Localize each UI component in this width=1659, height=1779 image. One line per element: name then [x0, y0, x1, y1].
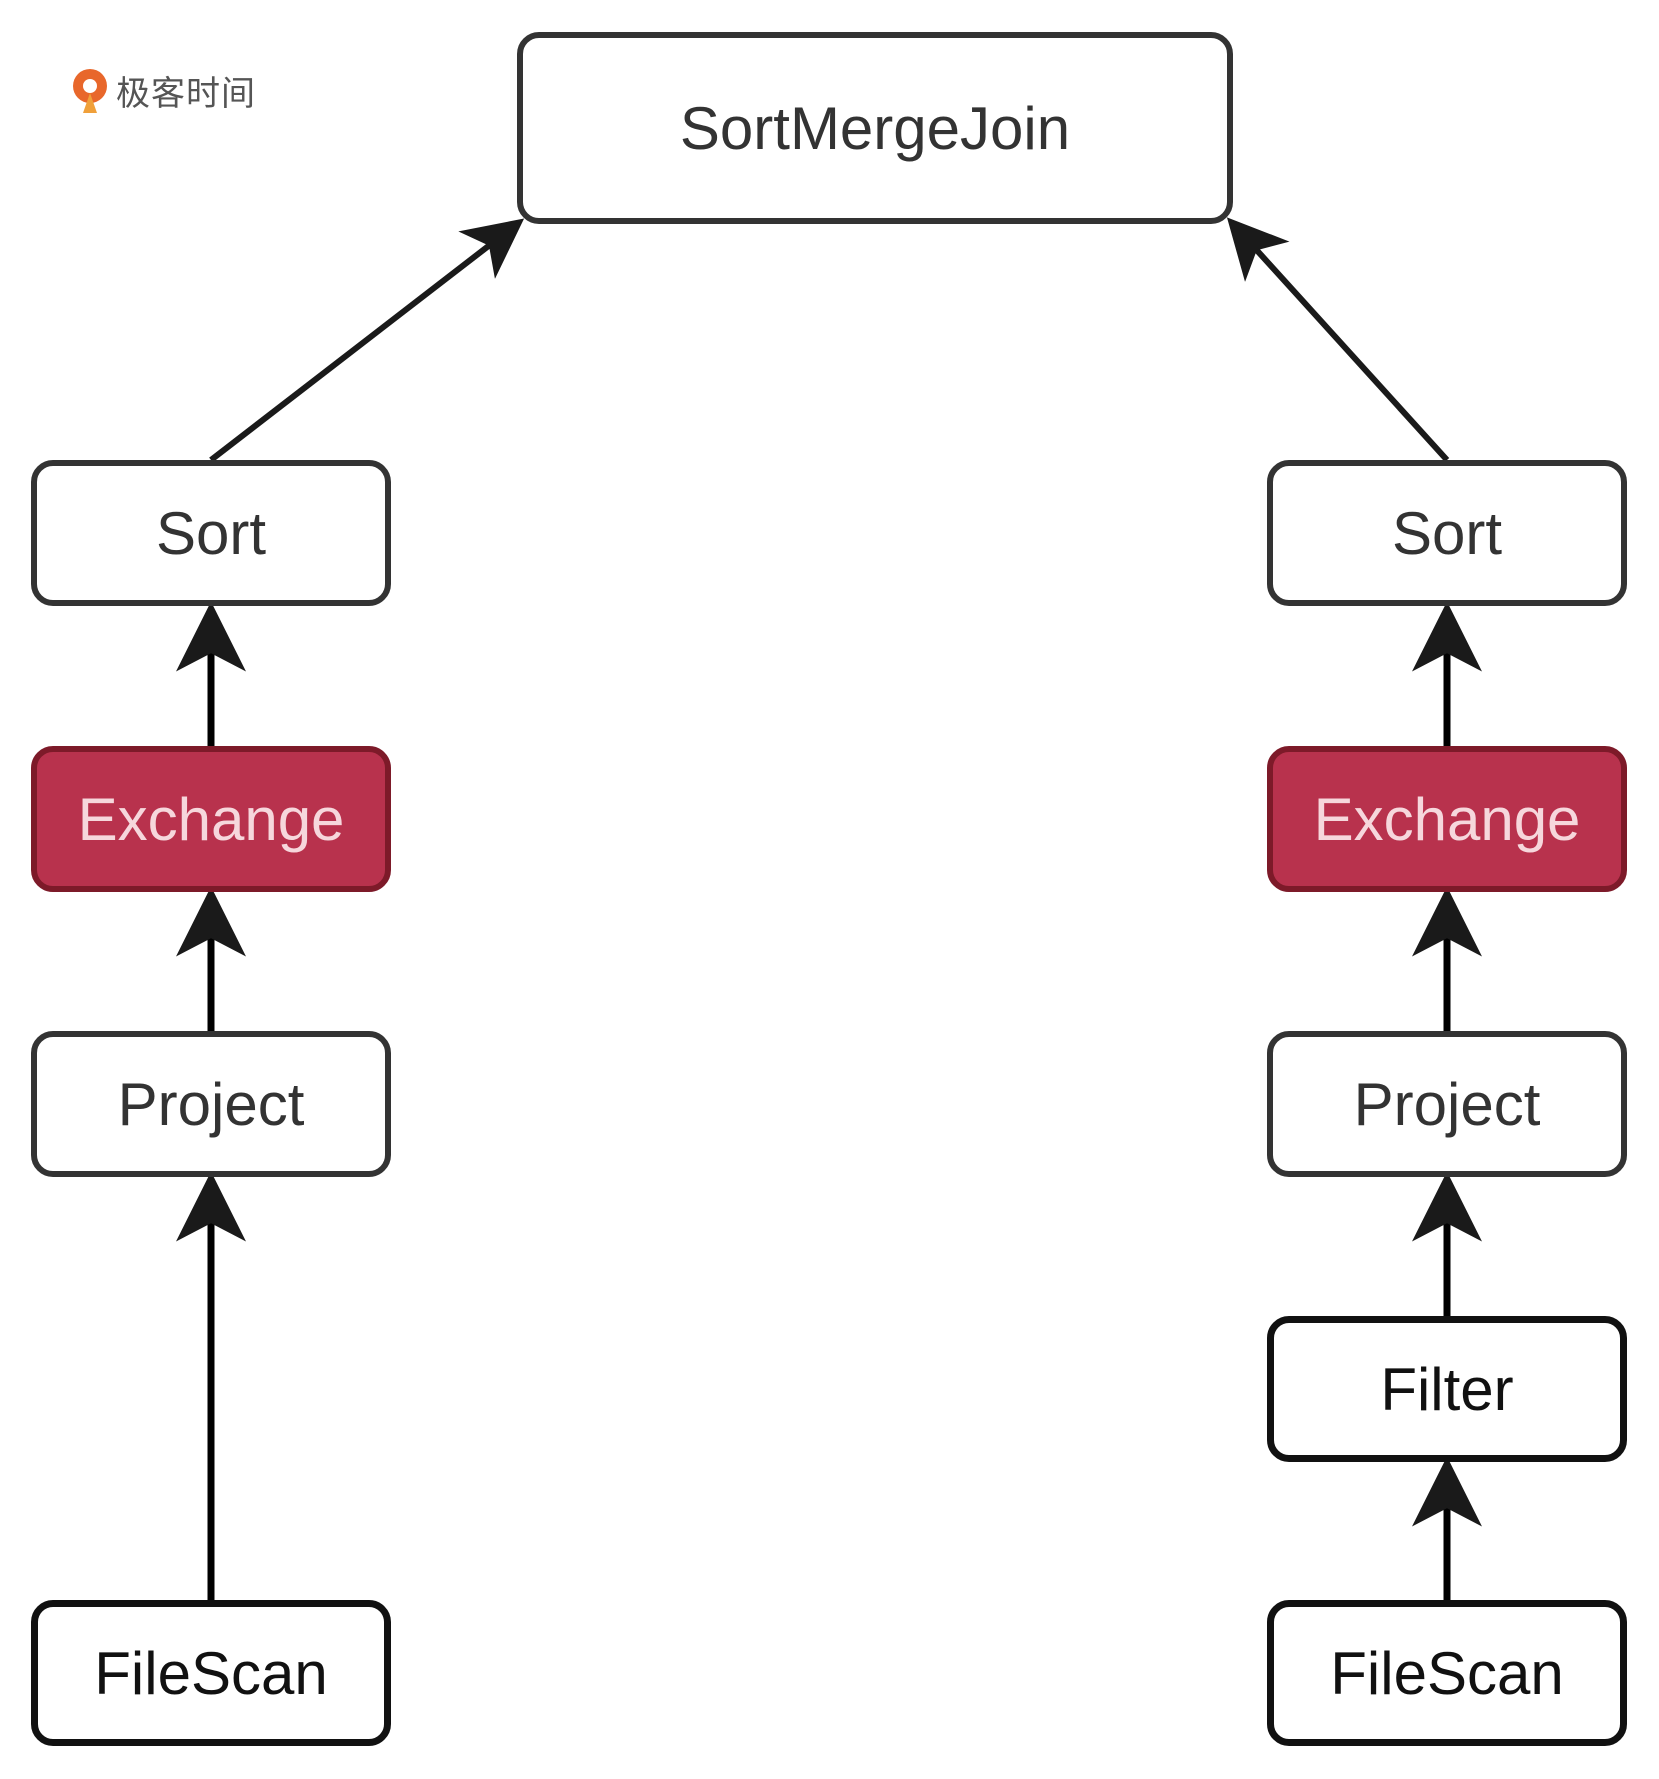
node-right-exchange: Exchange — [1267, 746, 1627, 892]
node-left-sort: Sort — [31, 460, 391, 606]
edge-right-sort-to-sortmergejoin — [1226, 217, 1450, 463]
node-sortmergejoin: SortMergeJoin — [517, 32, 1233, 224]
edge-left-sort-to-sortmergejoin — [209, 218, 525, 463]
node-left-project: Project — [31, 1031, 391, 1177]
node-right-filter: Filter — [1267, 1316, 1627, 1462]
node-right-project: Project — [1267, 1031, 1627, 1177]
node-left-exchange: Exchange — [31, 746, 391, 892]
brand-logo: 极客时间 — [70, 66, 256, 115]
node-right-filescan: FileScan — [1267, 1600, 1627, 1746]
node-right-sort: Sort — [1267, 460, 1627, 606]
logo-text: 极客时间 — [116, 74, 256, 114]
node-left-filescan: FileScan — [31, 1600, 391, 1746]
logo-icon — [73, 68, 107, 113]
